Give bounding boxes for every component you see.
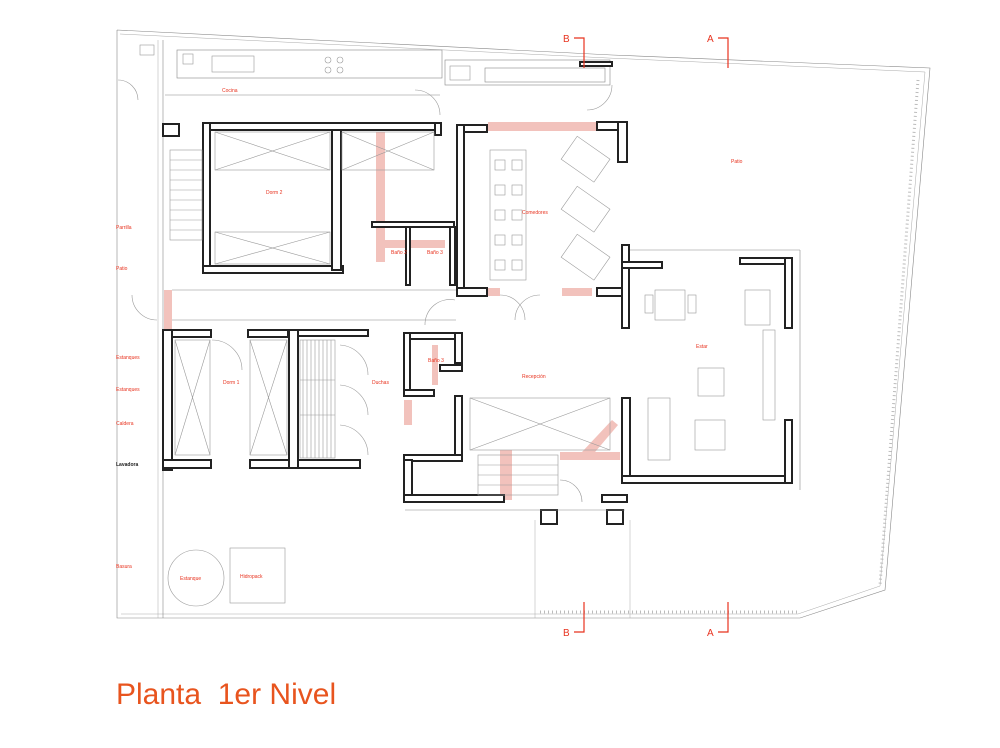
section-b-top-label: B: [563, 34, 570, 45]
site-boundary: [116, 29, 931, 619]
room-label-lavadora: Lavadora: [116, 462, 138, 468]
plan-title: Planta 1er Nivel: [116, 678, 337, 711]
room-label-duchas: Duchas: [372, 380, 389, 386]
room-label-bano2: Baño 2: [391, 250, 407, 256]
room-label-bano3b: Baño 3: [428, 358, 444, 364]
room-label-parrilla: Parrilla: [116, 225, 132, 231]
room-label-patio-main: Patio: [731, 159, 743, 165]
walls: [162, 121, 793, 525]
room-label-hidropack: Hidropack: [240, 574, 263, 580]
room-label-dorm1: Dorm 1: [223, 380, 240, 386]
room-label-recepcion: Recepción: [522, 374, 546, 380]
room-label-basura: Basura: [116, 564, 132, 570]
kitchen-counter: [165, 49, 611, 96]
room-label-caldera: Caldera: [116, 421, 134, 427]
section-a-bottom-label: A: [707, 628, 714, 639]
room-label-patio-left: Patio: [116, 266, 128, 272]
room-label-estanques2: Estanques: [116, 387, 140, 393]
section-b-bottom-label: B: [563, 628, 570, 639]
interior-details: [117, 44, 801, 618]
room-label-cocina: Cocina: [222, 88, 238, 94]
room-label-estar: Estar: [696, 344, 708, 350]
room-labels: Cocina Dorm 2 Baño 2 Baño 3 Comedores Pa…: [116, 88, 743, 582]
room-label-estanques1: Estanques: [116, 355, 140, 361]
highlight-zones: [164, 122, 620, 500]
section-a-top-label: A: [707, 34, 714, 45]
section-markers: B A B A: [563, 34, 729, 639]
room-label-estanque: Estanque: [180, 576, 201, 582]
room-label-comedores: Comedores: [522, 210, 548, 216]
top-wall: [579, 61, 613, 67]
room-label-dorm2: Dorm 2: [266, 190, 283, 196]
room-label-bano3a: Baño 3: [427, 250, 443, 256]
